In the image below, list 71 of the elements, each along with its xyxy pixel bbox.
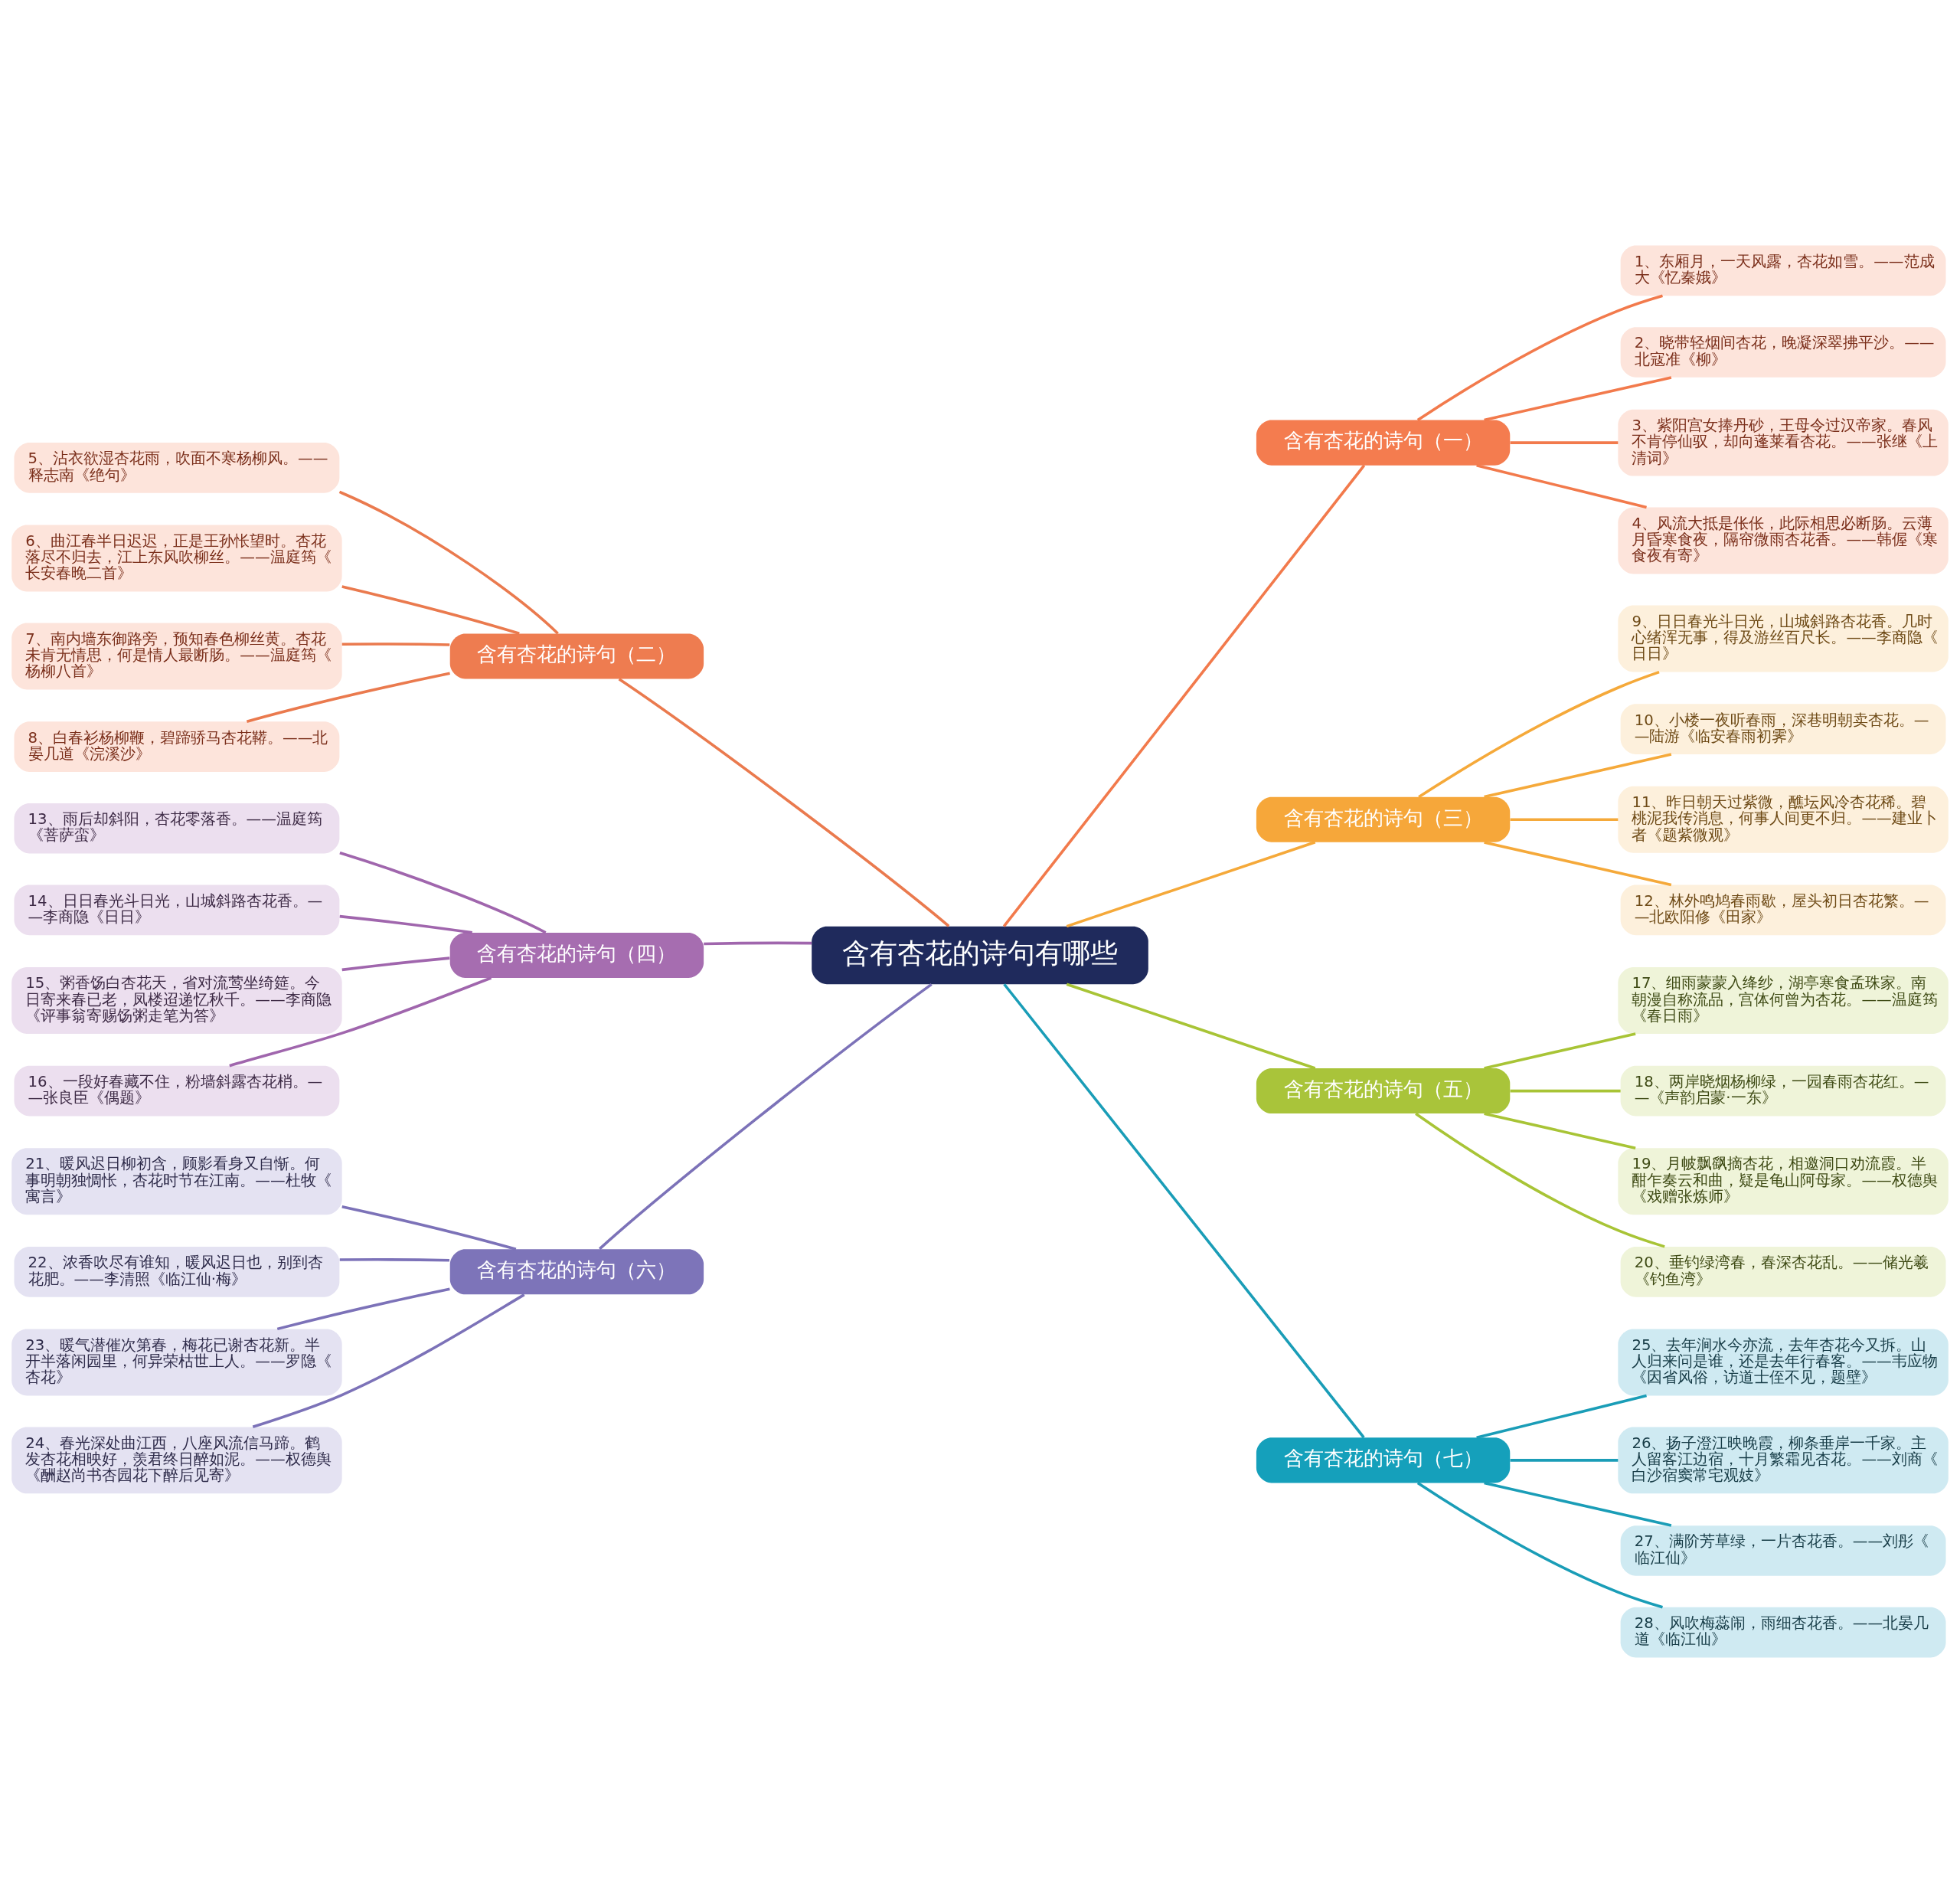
node-box: 13、雨后却斜阳，杏花零落香。——温庭筠《菩萨蛮》 [14, 803, 340, 854]
node-box: 24、春光深处曲江西，八座风流信马蹄。鹤发杏花相映好，羡君终日醉如泥。——权德舆《酬赵尚书杏园花下醉后见寄》 [11, 1427, 342, 1494]
connector [341, 643, 450, 646]
node-box: 25、去年涧水今亦流，去年杏花今又拆。山人归来问是谁，还是去年行春客。——韦应物《因省风俗，访道士侄不见，题壁》 [1618, 1329, 1949, 1396]
connector [1484, 753, 1672, 799]
connector [1002, 464, 1366, 927]
connector [339, 851, 547, 934]
node-box: 2、晓带轻烟间杏花，晚凝深翠拂平沙。——北寇准《柳》 [1620, 327, 1946, 378]
node-box: 含有杏花的诗句（二） [449, 633, 704, 679]
node-box: 含有杏花的诗句（一） [1256, 420, 1511, 466]
connector [1476, 464, 1647, 509]
node-box: 26、扬子澄江映晚霞，柳条垂岸一千家。主人留客江边宿，十月繁霜见杏花。——刘商《白沙宿窦常宅观妓》 [1618, 1427, 1949, 1494]
connector [338, 490, 559, 635]
node-box: 22、浓香吹尽有谁知，暖风迟日也，别到杏花肥。——李清照《临江仙·梅》 [14, 1247, 340, 1297]
connector [1510, 441, 1619, 444]
node-box: 含有杏花的诗句（七） [1256, 1437, 1511, 1483]
connector [341, 1205, 517, 1251]
node-box: 27、满阶芳草绿，一片杏花香。——刘彤《临江仙》 [1620, 1525, 1946, 1576]
node-box: 28、风吹梅蕊闹，雨细杏花香。——北晏几道《临江仙》 [1620, 1607, 1946, 1658]
node-box: 21、暖风迟日柳初含，顾影看身又自惭。何事明朝独惆怅，杏花时节在江南。——杜牧《寓言》 [11, 1148, 342, 1215]
node-box: 3、紫阳宫女捧丹砂，王母令过汉帝家。春风不肯停仙驭，却向蓬莱看杏花。——张继《上清词》 [1618, 409, 1949, 476]
node-box: 含有杏花的诗句有哪些 [812, 926, 1148, 985]
node-box: 6、曲江春半日迟迟，正是王孙怅望时。杏花落尽不归去，江上东风吹柳丝。——温庭筠《长安春晚二首》 [11, 525, 342, 592]
node-box: 8、白春衫杨柳鞭，碧蹄骄马杏花鞯。——北晏几道《浣溪沙》 [14, 721, 340, 772]
connector [246, 672, 450, 723]
node-box: 4、风流大抵是伥伥，此际相思必断肠。云薄月昏寒食夜，隔帘微雨杏花香。——韩偓《寒食夜有寄》 [1618, 507, 1949, 574]
connector [1066, 841, 1316, 928]
connector [339, 1258, 449, 1262]
node-box: 19、月帔飘飖摘杏花，相邀洞口劝流霞。半酣乍奏云和曲，疑是龟山阿母家。——权德舆《戏赠张炼师》 [1618, 1148, 1949, 1215]
connector [1484, 1032, 1636, 1070]
connector [1510, 1459, 1619, 1462]
node-box: 18、两岸晓烟杨柳绿，一园春雨杏花红。——《声韵启蒙·一东》 [1620, 1065, 1946, 1117]
connector [252, 1293, 525, 1428]
node-box: 11、昨日朝天过紫微，醮坛风冷杏花稀。碧桃泥我传消息，何事人间更不归。——建业卜者《题紫微观》 [1618, 786, 1949, 853]
connector [1484, 841, 1672, 887]
connector [1416, 294, 1663, 421]
node-box: 含有杏花的诗句（四） [449, 932, 704, 978]
connector [1416, 1482, 1663, 1609]
connector [1476, 1394, 1647, 1439]
connector [1484, 1481, 1672, 1527]
node-box: 10、小楼一夜听春雨，深巷明朝卖杏花。——陆游《临安春雨初霁》 [1620, 704, 1946, 754]
connector [339, 914, 472, 934]
node-box: 7、南内墙东御路旁，预知春色柳丝黄。杏花未肯无情思，何是情人最断肠。——温庭筠《杨柳八首》 [11, 623, 342, 690]
connector [1484, 376, 1672, 422]
connector [1415, 1112, 1665, 1248]
connector [1418, 670, 1660, 799]
connector [1510, 818, 1619, 822]
connector [341, 956, 450, 972]
node-box: 14、日日春光斗日光，山城斜路杏花香。——李商隐《日日》 [14, 884, 340, 936]
connector [1003, 983, 1365, 1439]
node-box: 20、垂钓绿湾春，春深杏花乱。——储光羲《钓鱼湾》 [1620, 1247, 1946, 1297]
connector [1510, 1089, 1621, 1093]
node-box: 12、林外鸣鸠春雨歇，屋头初日杏花繁。——北欧阳修《田家》 [1620, 884, 1946, 936]
node-box: 含有杏花的诗句（五） [1256, 1068, 1511, 1114]
connector [1484, 1112, 1636, 1149]
node-box: 9、日日春光斗日光，山城斜路杏花香。几时心绪浑无事，得及游丝百尺长。——李商隐《日日》 [1618, 605, 1949, 672]
node-box: 17、细雨蒙蒙入绛纱，湖亭寒食孟珠家。南朝漫自称流品，宫体何曾为杏花。——温庭筠《春日雨》 [1618, 967, 1949, 1034]
node-box: 含有杏花的诗句（三） [1256, 796, 1511, 842]
connector [276, 1287, 450, 1331]
node-box: 23、暖气潜催次第春，梅花已谢杏花新。半开半落闲园里，何异荣枯世上人。——罗隐《杏花》 [11, 1329, 342, 1396]
node-box: 5、沾衣欲湿杏花雨，吹面不寒杨柳风。——释志南《绝句》 [14, 443, 340, 493]
connector [229, 976, 492, 1068]
connector [704, 941, 812, 946]
node-box: 含有杏花的诗句（六） [449, 1249, 704, 1295]
connector [1066, 983, 1316, 1070]
connector [618, 678, 950, 927]
connector [341, 585, 520, 636]
node-box: 1、东厢月，一天风露，杏花如雪。——范成大《忆秦娥》 [1620, 245, 1946, 296]
connector [599, 983, 933, 1251]
node-box: 16、一段好春藏不住，粉墙斜露杏花梢。——张良臣《偶题》 [14, 1065, 340, 1117]
node-box: 15、粥香饧白杏花天，省对流莺坐绮筵。今日寄来春已老，凤楼迢递忆秋千。——李商隐《评事翁寄赐饧粥走笔为答》 [11, 967, 342, 1034]
